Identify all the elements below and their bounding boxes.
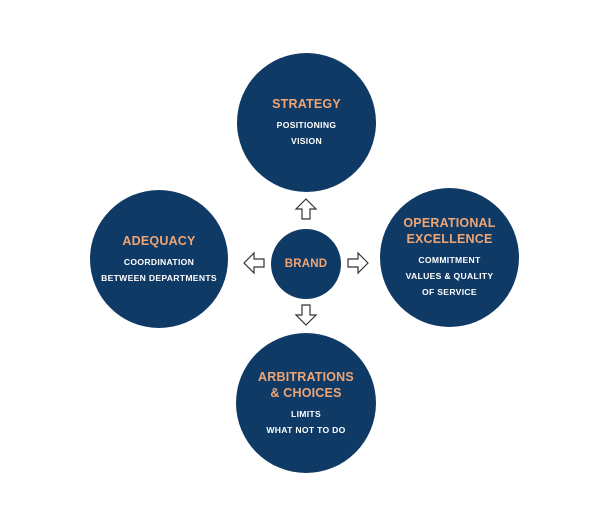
strategy-circle: STRATEGY POSITIONING VISION xyxy=(237,53,376,192)
arrow-up-icon xyxy=(294,198,318,220)
arbitrations-choices-circle: ARBITRATIONS & CHOICES LIMITS WHAT NOT T… xyxy=(236,333,376,473)
adequacy-circle: ADEQUACY COORDINATION BETWEEN DEPARTMENT… xyxy=(90,190,228,328)
operational-title-line-1: OPERATIONAL xyxy=(403,216,496,230)
adequacy-title: ADEQUACY xyxy=(122,233,195,249)
operational-item-commitment: COMMITMENT xyxy=(418,255,481,265)
arrow-left-icon xyxy=(243,251,265,275)
adequacy-item-between-departments: BETWEEN DEPARTMENTS xyxy=(101,272,217,283)
operational-item-values-quality: VALUES & QUALITY xyxy=(405,271,494,281)
arbitrations-item-limits: LIMITS xyxy=(291,408,321,419)
strategy-item-positioning: POSITIONING xyxy=(276,120,337,130)
strategy-title: STRATEGY xyxy=(272,96,341,112)
arbitrations-title: ARBITRATIONS & CHOICES xyxy=(258,369,354,401)
adequacy-item-coordination: COORDINATION xyxy=(123,256,195,267)
operational-items: COMMITMENT VALUES & QUALITY OF SERVICE xyxy=(406,252,494,300)
strategy-title-line: STRATEGY xyxy=(272,97,341,111)
arbitrations-items: LIMITS WHAT NOT TO DO xyxy=(266,406,345,438)
arbitrations-title-line-1: ARBITRATIONS xyxy=(258,369,354,384)
arbitrations-item-what-not-to-do: WHAT NOT TO DO xyxy=(266,424,346,435)
adequacy-items: COORDINATION BETWEEN DEPARTMENTS xyxy=(101,254,217,286)
strategy-item-vision: VISION xyxy=(291,136,322,146)
arrow-down-icon xyxy=(294,304,318,326)
operational-excellence-circle: OPERATIONAL EXCELLENCE COMMITMENT VALUES… xyxy=(380,188,519,327)
brand-title: BRAND xyxy=(284,258,328,270)
operational-title: OPERATIONAL EXCELLENCE xyxy=(403,215,495,247)
adequacy-title-line: ADEQUACY xyxy=(122,233,196,248)
operational-item-of-service: OF SERVICE xyxy=(422,287,477,297)
operational-title-line-2: EXCELLENCE xyxy=(406,232,493,246)
arrow-right-icon xyxy=(347,251,369,275)
strategy-items: POSITIONING VISION xyxy=(277,117,337,149)
arbitrations-title-line-2: & CHOICES xyxy=(270,385,342,400)
brand-circle: BRAND xyxy=(271,229,341,299)
